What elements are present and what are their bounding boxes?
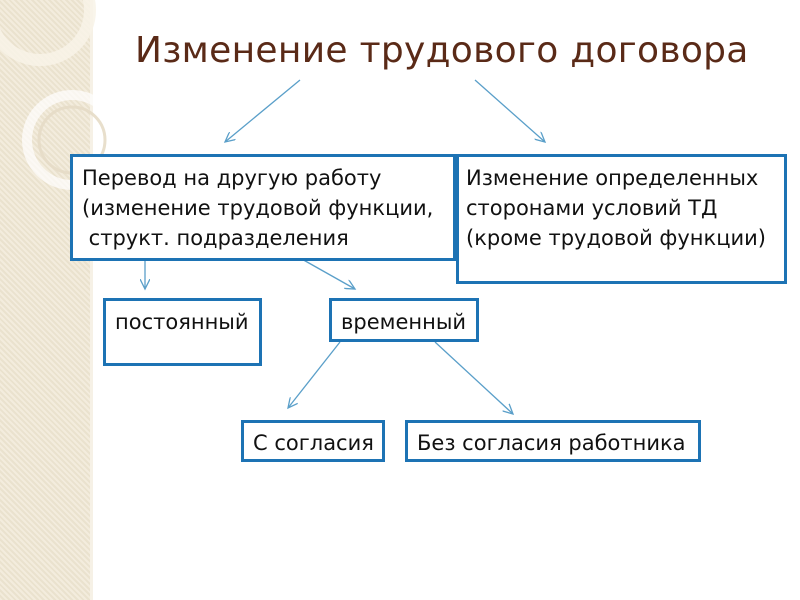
node-permanent-label: постоянный (115, 310, 249, 334)
node-temporary: временный (329, 298, 479, 342)
node-with-consent: С согласия (241, 420, 385, 462)
node-with-consent-label: С согласия (253, 431, 374, 455)
node-permanent: постоянный (103, 298, 262, 366)
slide-title: Изменение трудового договора (135, 30, 749, 71)
side-panel-edge (90, 0, 93, 600)
node-without-consent-label: Без согласия работника (417, 431, 686, 455)
node-without-consent: Без согласия работника (405, 420, 701, 462)
node-transfer-label: Перевод на другую работу (изменение труд… (82, 166, 434, 250)
node-other-changes-label: Изменение определенных сторонами условий… (466, 166, 766, 250)
node-transfer: Перевод на другую работу (изменение труд… (70, 154, 456, 261)
node-other-changes: Изменение определенных сторонами условий… (456, 154, 787, 284)
node-temporary-label: временный (341, 310, 467, 334)
